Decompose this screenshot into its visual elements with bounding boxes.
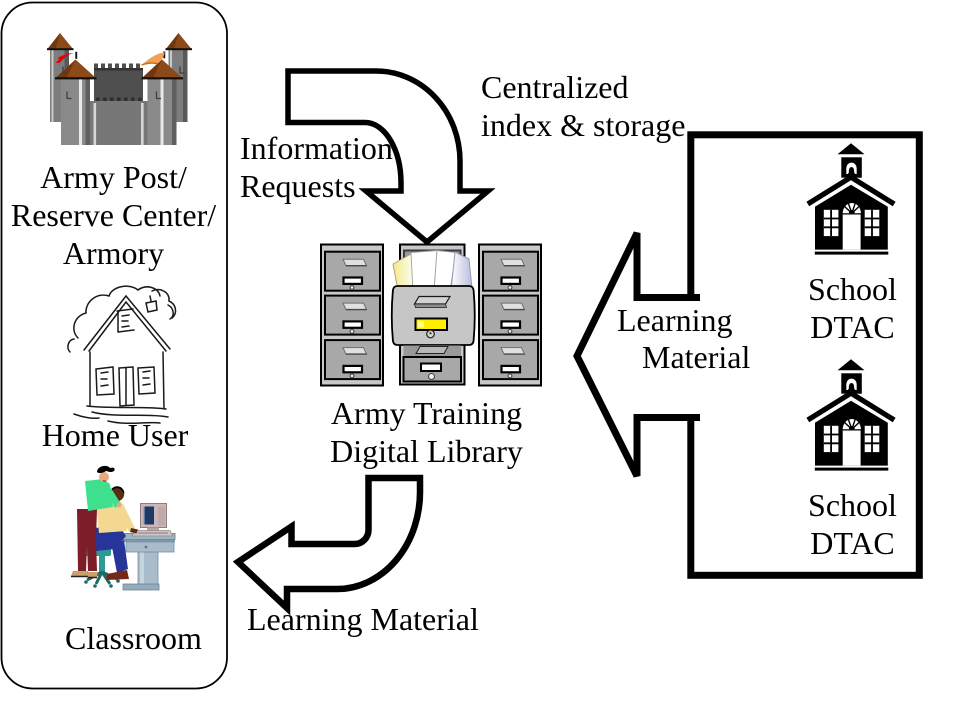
learning-material-arrow: [573, 231, 700, 478]
centralized-index-label: Centralized index & storage: [481, 68, 685, 144]
information-line: Information: [240, 129, 393, 166]
dtac-top-line: DTAC: [810, 309, 895, 346]
army-post-label: Army Post/ Reserve Center/ Armory: [0, 158, 227, 272]
classroom-icon: [71, 465, 176, 591]
army-post-line3: Armory: [62, 234, 165, 271]
dtac-bottom-line: DTAC: [810, 525, 895, 562]
school-dtac-top-label: School DTAC: [799, 270, 906, 346]
learning-material-right-line1: Learning: [617, 302, 733, 339]
information-requests-label: Information Requests: [240, 129, 393, 205]
classroom-label: Classroom: [65, 620, 202, 657]
school-top-line: School: [808, 271, 897, 308]
learning-material-bottom-label: Learning Material: [247, 601, 479, 638]
army-training-line: Army Training: [330, 395, 523, 432]
index-storage-line: index & storage: [481, 107, 686, 144]
file-cabinet-center-icon: [390, 243, 476, 386]
requests-line: Requests: [240, 167, 356, 204]
army-post-line1: Army Post/: [40, 158, 187, 195]
learning-material-right-line2: Material: [642, 339, 751, 376]
information-requests-arrow: [285, 68, 496, 246]
house-sketch-icon: [67, 285, 177, 425]
learning-material-bottom-arrow: [232, 474, 424, 616]
home-user-label: Home User: [41, 417, 189, 454]
digital-library-line: Digital Library: [330, 433, 523, 470]
army-training-digital-library-label: Army Training Digital Library: [327, 394, 527, 470]
file-cabinet-left-icon: [321, 245, 383, 386]
school-dtac-bottom-label: School DTAC: [799, 486, 906, 562]
school-bottom-line: School: [808, 487, 897, 524]
army-post-line2: Reserve Center/: [10, 196, 217, 233]
left-panel-outline: [0, 1, 228, 690]
centralized-line: Centralized: [481, 69, 629, 106]
castle-icon: [47, 33, 192, 145]
file-cabinet-right-icon: [479, 245, 541, 386]
